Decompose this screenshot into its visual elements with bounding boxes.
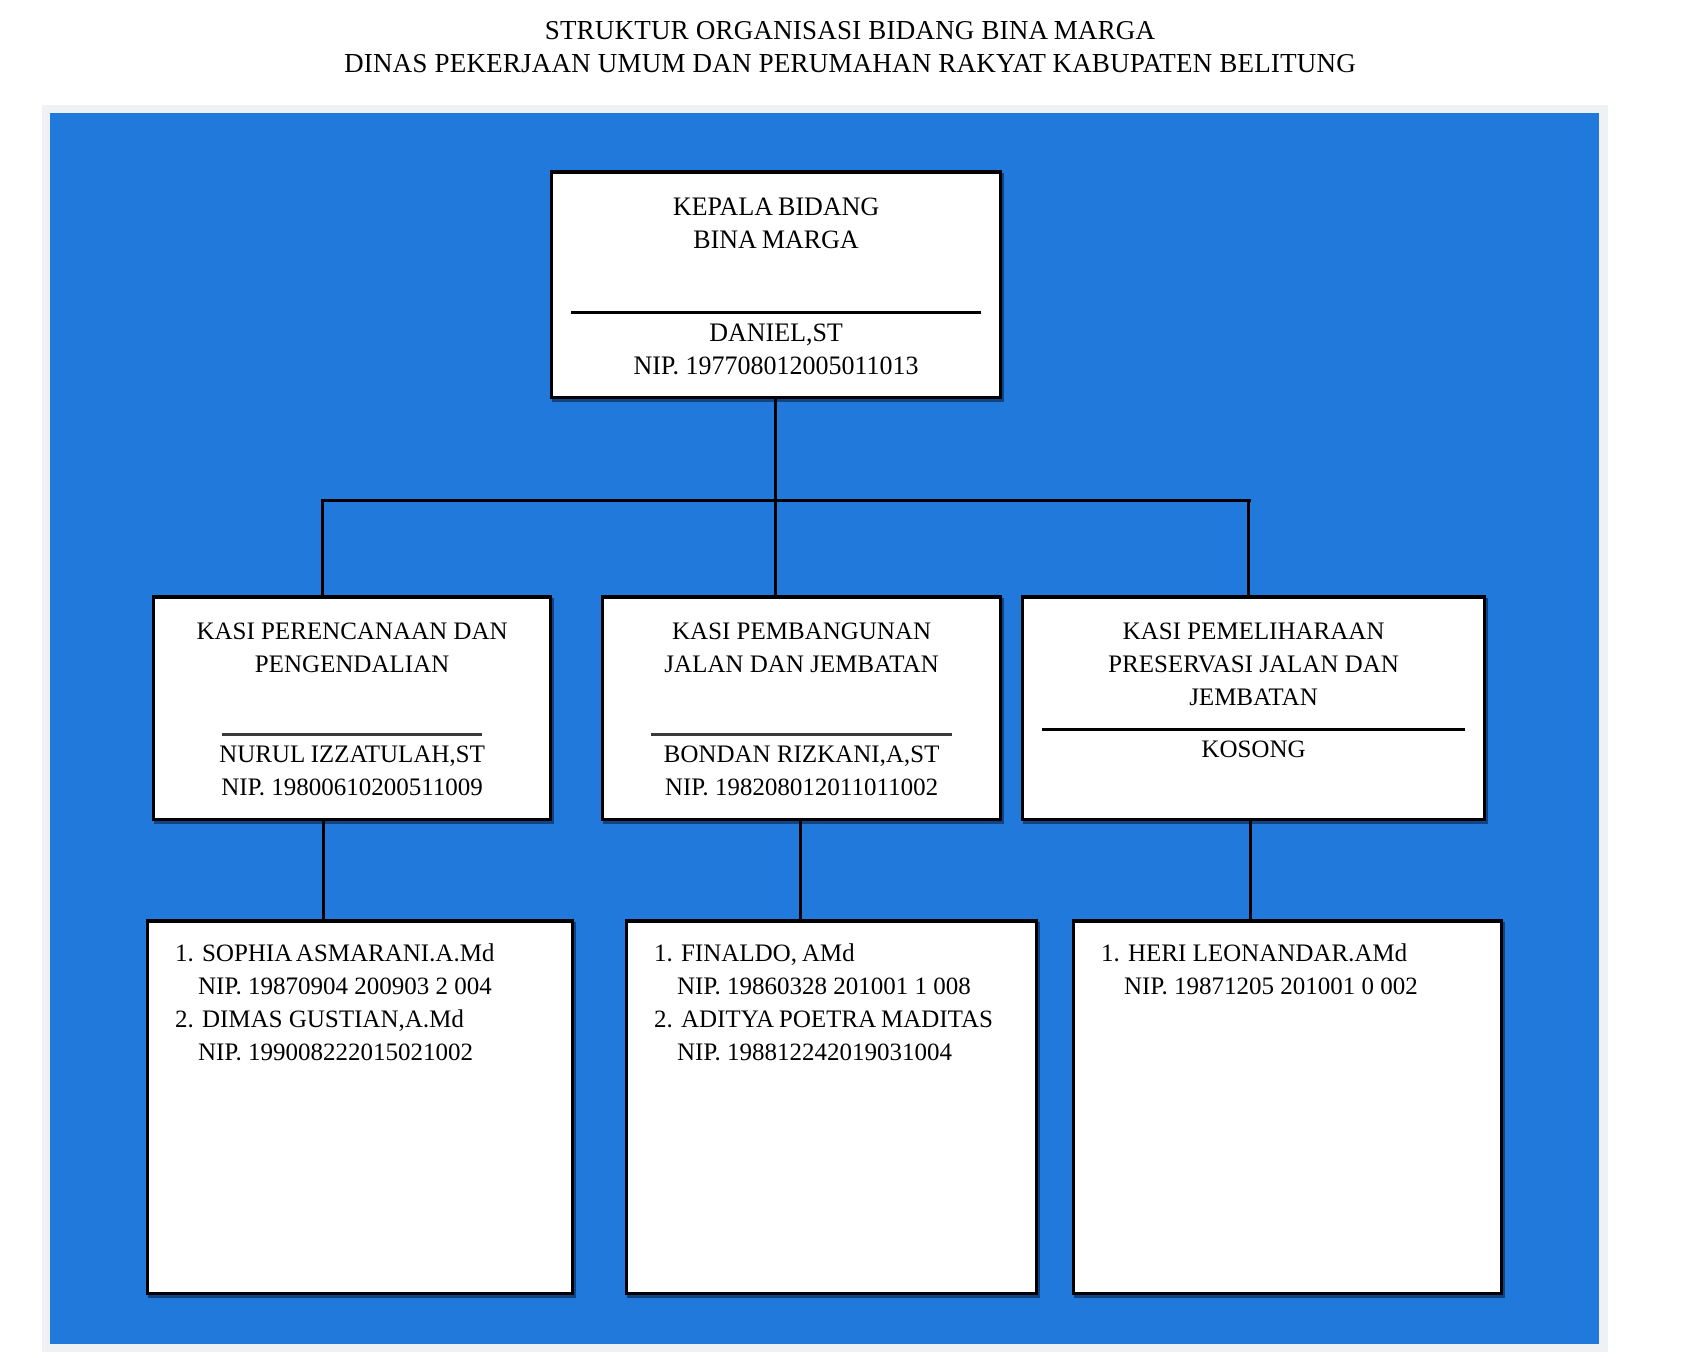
page-title: STRUKTUR ORGANISASI BIDANG BINA MARGA DI… bbox=[0, 14, 1700, 80]
staff-member-nip: NIP. 198812242019031004 bbox=[677, 1039, 953, 1066]
connector-center-staff-drop bbox=[799, 818, 802, 920]
page-title-line2: DINAS PEKERJAAN UMUM DAN PERUMAHAN RAKYA… bbox=[344, 48, 1356, 78]
box-title-line: PRESERVASI JALAN DAN bbox=[1108, 651, 1399, 678]
connector-center-drop bbox=[774, 499, 777, 596]
connector-left-staff-drop bbox=[322, 818, 325, 920]
staff-member-name-line: 2. DIMAS GUSTIAN,A.Md bbox=[175, 1003, 559, 1036]
staff-member-number: 2. bbox=[654, 1006, 673, 1033]
box-title: KASI PEMBANGUNAN JALAN DAN JEMBATAN bbox=[604, 599, 999, 681]
box-title-line: PENGENDALIAN bbox=[254, 651, 450, 678]
box-title-line: BINA MARGA bbox=[693, 225, 859, 254]
officer-nip: NIP. 198208012011011002 bbox=[664, 774, 939, 801]
signature-line bbox=[570, 311, 982, 314]
officer-name: KOSONG bbox=[1201, 736, 1306, 763]
staff-member-name: SOPHIA ASMARANI.A.Md bbox=[202, 940, 495, 967]
officer-name: BONDAN RIZKANI,A,ST bbox=[663, 741, 940, 768]
staff-member-name-line: 1. HERI LEONANDAR.AMd bbox=[1101, 937, 1488, 970]
box-title: KASI PEMELIHARAAN PRESERVASI JALAN DAN JEM… bbox=[1024, 599, 1483, 714]
staff-member-name: ADITYA POETRA MADITAS bbox=[681, 1006, 993, 1033]
signature-group: KOSONG bbox=[1024, 728, 1483, 818]
box-title: KEPALA BIDANG BINA MARGA bbox=[553, 174, 999, 256]
box-title-line: KASI PEMBANGUNAN bbox=[671, 618, 932, 645]
signature-line bbox=[651, 733, 952, 736]
staff-member-number: 1. bbox=[654, 940, 673, 967]
signature-line bbox=[1042, 728, 1465, 731]
box-title-line: JEMBATAN bbox=[1189, 684, 1318, 711]
connector-left-drop bbox=[321, 499, 324, 596]
staff-member: 2. ADITYA POETRA MADITAS NIP. 198812242019… bbox=[654, 1003, 1023, 1069]
staff-member-name-line: 1. FINALDO, AMd bbox=[654, 937, 1023, 970]
box-title: KASI PERENCANAAN DAN PENGENDALIAN bbox=[155, 599, 549, 681]
staff-member-number: 2. bbox=[175, 1006, 194, 1033]
page-title-line1: STRUKTUR ORGANISASI BIDANG BINA MARGA bbox=[544, 15, 1156, 45]
box-title-line: KASI PEMELIHARAAN bbox=[1122, 618, 1385, 645]
connector-horizontal bbox=[321, 499, 1251, 502]
box-title-line: KASI PERENCANAAN DAN bbox=[196, 618, 508, 645]
staff-member-nip: NIP. 19870904 200903 2 004 bbox=[198, 973, 492, 1000]
staff-member-nip: NIP. 19871205 201001 0 002 bbox=[1124, 973, 1418, 1000]
staff-member-name-line: 2. ADITYA POETRA MADITAS bbox=[654, 1003, 1023, 1036]
box-kasi-pembangunan: KASI PEMBANGUNAN JALAN DAN JEMBATAN BONDA… bbox=[601, 595, 1002, 821]
signature-group: DANIEL,ST NIP. 197708012005011013 bbox=[553, 311, 999, 396]
connector-head-drop bbox=[774, 396, 777, 502]
connector-right-staff-drop bbox=[1249, 818, 1252, 920]
staff-member-number: 1. bbox=[175, 940, 194, 967]
box-kasi-pemeliharaan: KASI PEMELIHARAAN PRESERVASI JALAN DAN JEM… bbox=[1021, 595, 1486, 821]
staff-member-name: DIMAS GUSTIAN,A.Md bbox=[202, 1006, 464, 1033]
officer-nip: NIP. 19800610200511009 bbox=[221, 774, 483, 801]
signature-group: BONDAN RIZKANI,A,ST NIP. 198208012011011… bbox=[604, 733, 999, 818]
staff-member-nip: NIP. 199008222015021002 bbox=[198, 1039, 474, 1066]
staff-member-nip: NIP. 19860328 201001 1 008 bbox=[677, 973, 971, 1000]
box-kasi-perencanaan: KASI PERENCANAAN DAN PENGENDALIAN NURUL I… bbox=[152, 595, 552, 821]
box-title-line: KEPALA BIDANG bbox=[672, 192, 880, 221]
staff-member-name: FINALDO, AMd bbox=[681, 940, 855, 967]
signature-line bbox=[221, 733, 483, 736]
staff-member-name-line: 1. SOPHIA ASMARANI.A.Md bbox=[175, 937, 559, 970]
signature-group: NURUL IZZATULAH,ST NIP. 1980061020051100… bbox=[155, 733, 549, 818]
officer-name: DANIEL,ST bbox=[709, 318, 843, 347]
officer-nip: NIP. 197708012005011013 bbox=[633, 351, 919, 380]
officer-name: NURUL IZZATULAH,ST bbox=[219, 741, 485, 768]
box-title-line: JALAN DAN JEMBATAN bbox=[664, 651, 939, 678]
staff-member-number: 1. bbox=[1101, 940, 1120, 967]
connector-right-drop bbox=[1247, 499, 1250, 596]
staff-member-name: HERI LEONANDAR.AMd bbox=[1128, 940, 1408, 967]
box-kepala-bidang: KEPALA BIDANG BINA MARGA DANIEL,ST NIP. 1… bbox=[550, 170, 1002, 399]
